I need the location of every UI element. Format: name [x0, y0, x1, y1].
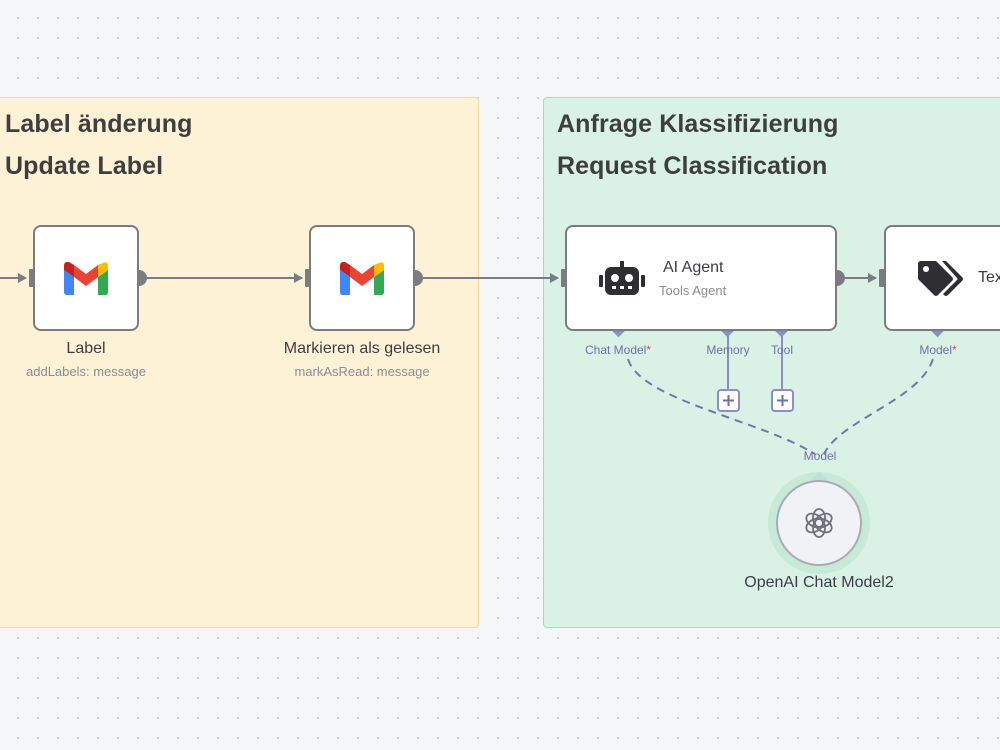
- node-text-classifier[interactable]: Tex: [884, 225, 1000, 331]
- node-ai-agent[interactable]: AI Agent Tools Agent: [565, 225, 837, 331]
- port-label-chat-model: Chat Model*: [584, 343, 652, 357]
- port-label-memory: Memory: [706, 343, 750, 357]
- node-openai-chat-model-name: OpenAI Chat Model2: [744, 574, 894, 591]
- sticky-title-en: Update Label: [5, 152, 164, 180]
- node-text-classifier-name: Tex: [978, 269, 1000, 286]
- node-label-subtitle: addLabels: message: [26, 364, 146, 379]
- node-ai-agent-subtitle: Tools Agent: [659, 283, 727, 298]
- node-mark-as-read[interactable]: [309, 225, 415, 331]
- sticky-title-en: Request Classification: [557, 152, 828, 180]
- gmail-icon: [340, 262, 384, 295]
- node-mark-as-read-subtitle: markAsRead: message: [294, 364, 430, 379]
- ai-connection-chat-model[interactable]: [627, 358, 816, 455]
- node-label-name: Label: [66, 340, 106, 357]
- port-label-openai-output: Model: [803, 449, 837, 463]
- sticky-title-de: Label änderung: [5, 110, 193, 138]
- add-memory-button[interactable]: [717, 389, 740, 412]
- port-label-classifier-model: Model*: [919, 343, 957, 357]
- tags-icon: [918, 261, 963, 296]
- sticky-note-update-label[interactable]: Label änderung Update Label: [0, 97, 479, 628]
- ai-connection-classifier-model[interactable]: [823, 358, 934, 455]
- gmail-icon: [64, 262, 108, 295]
- node-mark-as-read-name: Markieren als gelesen: [283, 340, 441, 357]
- port-label-tool: Tool: [770, 343, 794, 357]
- node-label[interactable]: [33, 225, 139, 331]
- sticky-title-de: Anfrage Klassifizierung: [557, 110, 839, 138]
- add-tool-button[interactable]: [771, 389, 794, 412]
- robot-icon: [599, 261, 645, 295]
- node-ai-agent-name: AI Agent: [663, 259, 724, 276]
- openai-icon: [805, 508, 833, 538]
- node-openai-chat-model[interactable]: [768, 472, 870, 574]
